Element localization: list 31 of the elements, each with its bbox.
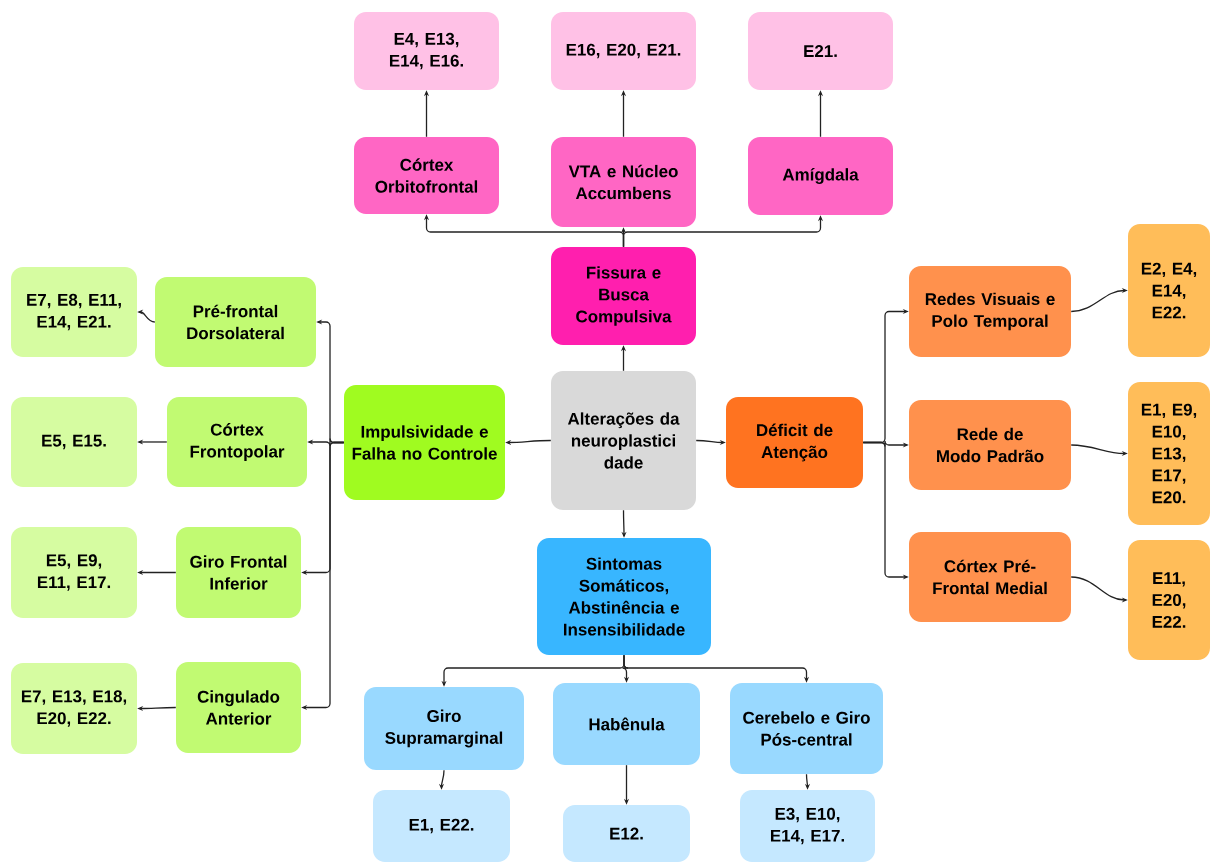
- region-box: Rede de Modo Padrão: [909, 400, 1071, 490]
- region-box: Habênula: [553, 683, 700, 765]
- region-box: Pré-frontal Dorsolateral: [155, 277, 316, 367]
- reference-box: E7, E13, E18, E20, E22.: [11, 663, 137, 754]
- reference-box: E11, E20, E22.: [1128, 540, 1210, 660]
- reference-box: E2, E4, E14, E22.: [1128, 224, 1210, 357]
- reference-box: E7, E8, E11, E14, E21.: [11, 267, 137, 357]
- region-box: VTA e Núcleo Accumbens: [551, 137, 696, 227]
- reference-box: E3, E10, E14, E17.: [740, 790, 875, 862]
- topic-box: Alterações da neuroplastici dade: [551, 371, 696, 510]
- region-box: Amígdala: [748, 137, 893, 215]
- region-box: Córtex Pré-Frontal Medial: [909, 532, 1071, 622]
- reference-box: E5, E9, E11, E17.: [11, 527, 137, 618]
- region-box: Cerebelo e Giro Pós-central: [730, 683, 883, 774]
- region-box: Cingulado Anterior: [176, 662, 301, 753]
- region-box: Giro Supramarginal: [364, 687, 524, 770]
- category-box: Sintomas Somáticos, Abstinência e Insensibilidade: [537, 538, 711, 655]
- category-box: Fissura e Busca Compulsiva: [551, 247, 696, 345]
- reference-box: E1, E9, E10, E13, E17, E20.: [1128, 382, 1210, 525]
- reference-box: E16, E20, E21.: [551, 12, 696, 90]
- reference-box: E12.: [563, 805, 690, 862]
- region-box: Giro Frontal Inferior: [176, 527, 301, 618]
- reference-box: E5, E15.: [11, 397, 137, 487]
- category-box: Déficit de Atenção: [726, 397, 863, 488]
- region-box: Córtex Orbitofrontal: [354, 137, 499, 214]
- reference-box: E21.: [748, 12, 893, 90]
- region-box: Redes Visuais e Polo Temporal: [909, 266, 1071, 357]
- reference-box: E4, E13, E14, E16.: [354, 12, 499, 90]
- region-box: Córtex Frontopolar: [167, 397, 307, 487]
- category-box: Impulsividade e Falha no Controle: [344, 385, 505, 500]
- reference-box: E1, E22.: [373, 790, 510, 862]
